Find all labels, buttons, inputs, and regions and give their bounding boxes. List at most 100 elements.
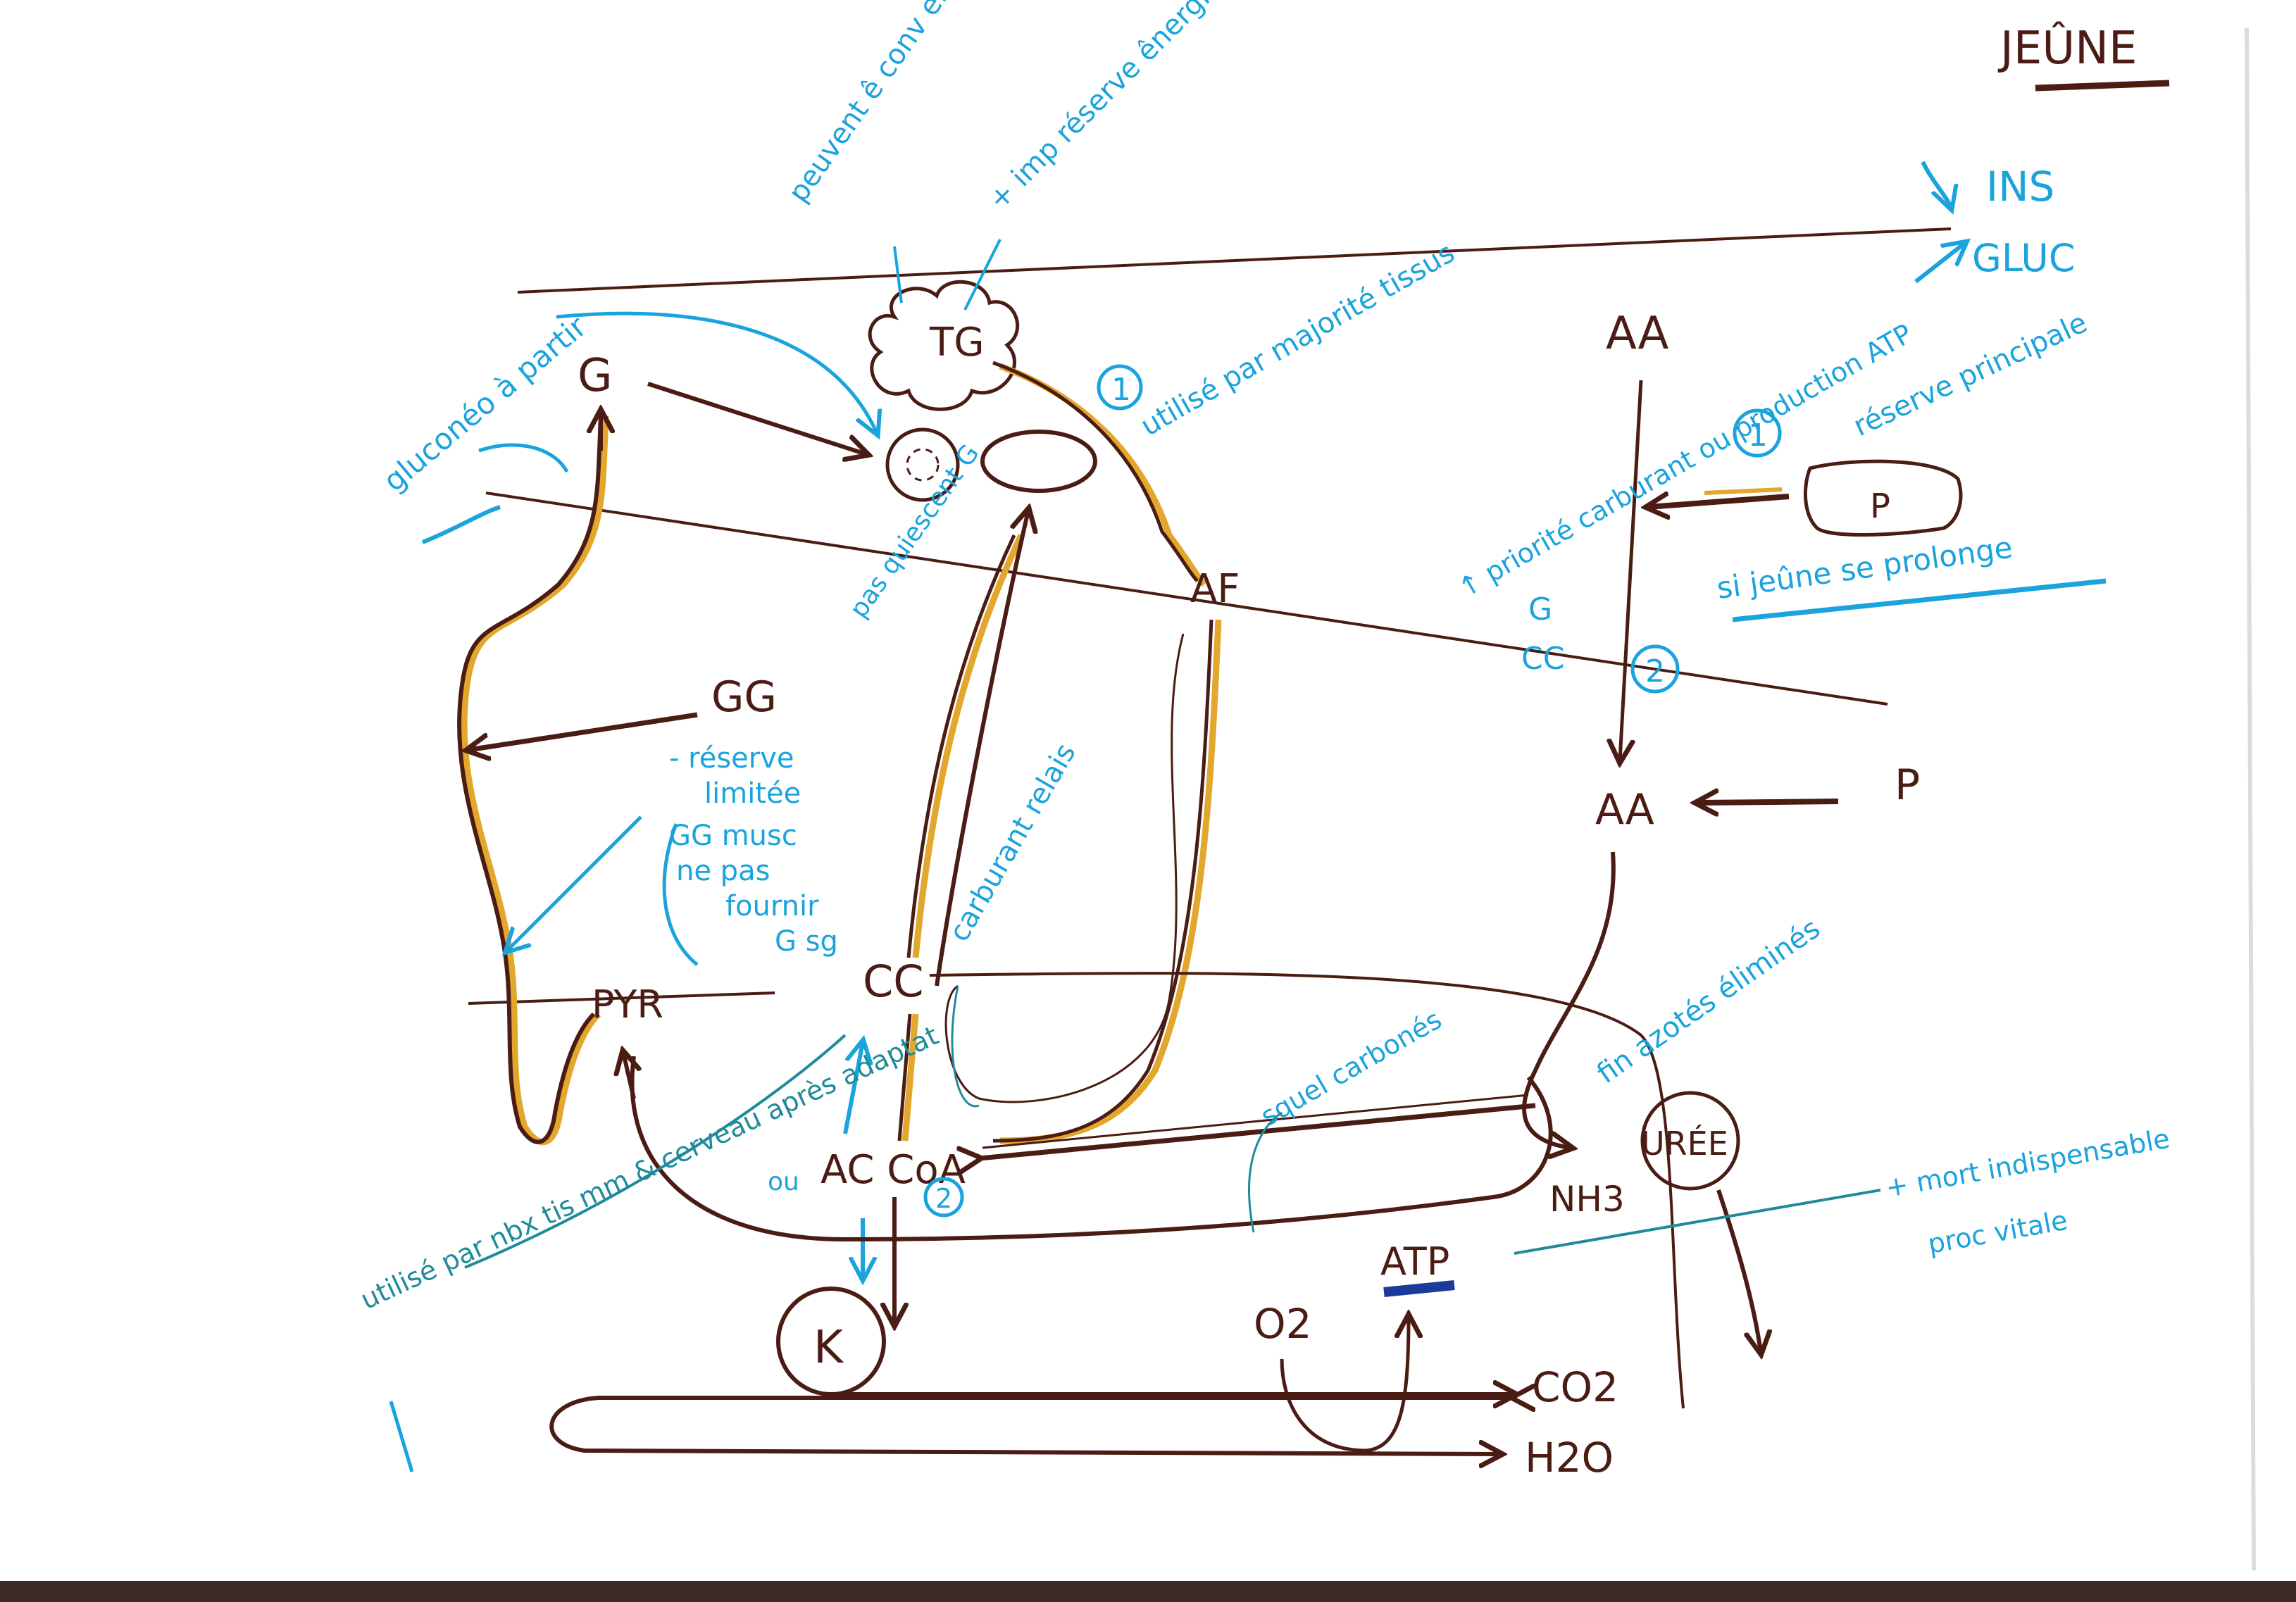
aa-down-arrow <box>1620 380 1643 761</box>
note-squel-line <box>1248 1111 1283 1233</box>
cc-accoa-yellow <box>901 1013 919 1141</box>
accoa-aa-link2 <box>982 1094 1529 1149</box>
af-to-accoa-brown <box>992 619 1213 1143</box>
tissue-ellipse <box>980 430 1097 493</box>
protein-storage-label: P <box>1870 487 1890 526</box>
marker-one-right-text: 1 <box>1748 418 1768 453</box>
middle-separator <box>485 492 1888 706</box>
cc-to-ellipse-arrow <box>935 511 1028 987</box>
urea-label: URÉE <box>1641 1125 1728 1163</box>
paper-border <box>0 1581 2296 1602</box>
cc-to-cell-brown <box>906 534 1016 958</box>
note-gg-3: GG musc <box>669 820 797 852</box>
note-gg-bracket <box>662 823 699 966</box>
marker-one-left <box>1097 364 1143 411</box>
title-underline <box>2035 80 2170 92</box>
note-fonction: proc vitale <box>1926 1205 2070 1260</box>
co2-label: CO2 <box>1532 1363 1618 1411</box>
marker-two-right-text: 2 <box>1645 653 1665 689</box>
aa-top-label: AA <box>1606 308 1669 360</box>
marker-two-right <box>1630 644 1680 694</box>
note-aa-g: G <box>1528 592 1552 627</box>
glu-up-arrow <box>1914 243 1965 284</box>
pyruvate-label: PYR <box>592 982 663 1027</box>
marker-one-right <box>1733 408 1782 458</box>
note-gluconeo-underline <box>421 505 501 544</box>
note-gg-1: - réserve <box>669 742 794 775</box>
tg-label: TG <box>929 320 985 365</box>
aa-to-urea-path <box>1522 851 1616 1148</box>
protein-mid-label: P <box>1895 761 1920 810</box>
accoa-aa-link <box>979 1103 1536 1158</box>
paper-right-edge <box>2245 27 2256 1571</box>
note-gg-5: fournir <box>725 890 819 922</box>
k-to-accoa-cyan <box>843 1042 863 1134</box>
note-brain-line <box>464 1034 847 1269</box>
ketone-label: K <box>813 1322 844 1374</box>
note-aa-cc: CC <box>1521 641 1564 677</box>
lower-separator <box>468 991 775 1005</box>
glu-label: GLUC <box>1972 236 2075 280</box>
note-adipose-line <box>893 246 903 303</box>
cc-to-cell-yellow <box>912 534 1025 958</box>
note-gg-2: limitée <box>704 777 801 810</box>
pyr-loop <box>630 1056 1553 1242</box>
note-tg-stock: + imp réserve ênergie organisme <box>982 0 1340 216</box>
ammonia-label: NH3 <box>1549 1179 1625 1220</box>
gluconeo-loop <box>461 415 609 1146</box>
glucose-label: G <box>578 350 613 402</box>
atp-label: ATP <box>1380 1239 1449 1284</box>
note-af-use: utilisé par majorité tissus <box>1135 237 1460 443</box>
note-gg-4: ne pas <box>676 855 770 887</box>
fatty-acid-label: AF <box>1190 566 1240 612</box>
g-to-cell-arrow <box>647 382 866 454</box>
aa-mid-label: AA <box>1595 785 1654 834</box>
oxygen-label: O2 <box>1254 1300 1312 1348</box>
gluconeo-loop-brown <box>457 415 603 1144</box>
o2-loop <box>1280 1317 1409 1453</box>
note-gg-arrow <box>507 815 642 951</box>
note-cc-line <box>951 985 980 1108</box>
pyr-up-arrow <box>623 1053 634 1099</box>
title-text: JEÛNE <box>1997 21 2137 75</box>
note-adipose: peuvent ê conv en G <box>782 0 978 208</box>
note-g-ext: pas quiescent G <box>844 439 985 623</box>
af-to-accoa-yellow <box>999 619 1222 1144</box>
marker-one-left-text: 1 <box>1111 372 1131 408</box>
citric-cycle-label: CC <box>863 956 924 1007</box>
note-gluconeo-arrow <box>556 311 877 433</box>
note-ou: ou <box>768 1168 799 1196</box>
adipocyte-circle <box>885 427 960 502</box>
glycogen-label: GG <box>711 672 777 722</box>
marker-two-bottom-text: 2 <box>935 1183 952 1214</box>
note-mort-line <box>1514 1189 1881 1255</box>
top-separator <box>517 227 1952 294</box>
cc-accoa-brown <box>897 1013 912 1141</box>
note-gg-6: G sg <box>775 925 838 958</box>
urea-circle <box>1640 1091 1740 1191</box>
acetyl-coa-label: AC CoA <box>821 1147 966 1193</box>
cc-right-arc <box>929 972 1685 1409</box>
protein-to-aa-arrow <box>1648 496 1790 507</box>
note-jeune-underline <box>1732 578 2107 622</box>
protein-storage-box <box>1803 459 1963 537</box>
note-cc: carburant relais <box>943 738 1083 947</box>
tg-to-af-brown <box>992 361 1199 582</box>
atp-highlight <box>1383 1280 1455 1297</box>
note-gluconeo-curve <box>478 443 569 473</box>
urea-out-arrow <box>1716 1189 1761 1352</box>
ins-down-arrow <box>1921 161 1951 208</box>
note-tg-stock-line <box>963 239 1002 311</box>
ins-label: INS <box>1986 163 2054 211</box>
water-label: H2O <box>1525 1434 1614 1482</box>
tg-adipose-cloud <box>868 280 1020 411</box>
note-brain-bracket <box>389 1401 414 1472</box>
note-gluconeo: gluconéo à partir <box>377 309 593 499</box>
p-to-aa-arrow <box>1697 801 1839 803</box>
bottom-loop <box>549 1398 1514 1454</box>
protein-to-aa-yellow <box>1704 487 1783 495</box>
marker-two-bottom <box>923 1177 964 1218</box>
gg-arrow <box>468 712 698 750</box>
note-mort: + mort indispensable <box>1883 1123 2172 1203</box>
